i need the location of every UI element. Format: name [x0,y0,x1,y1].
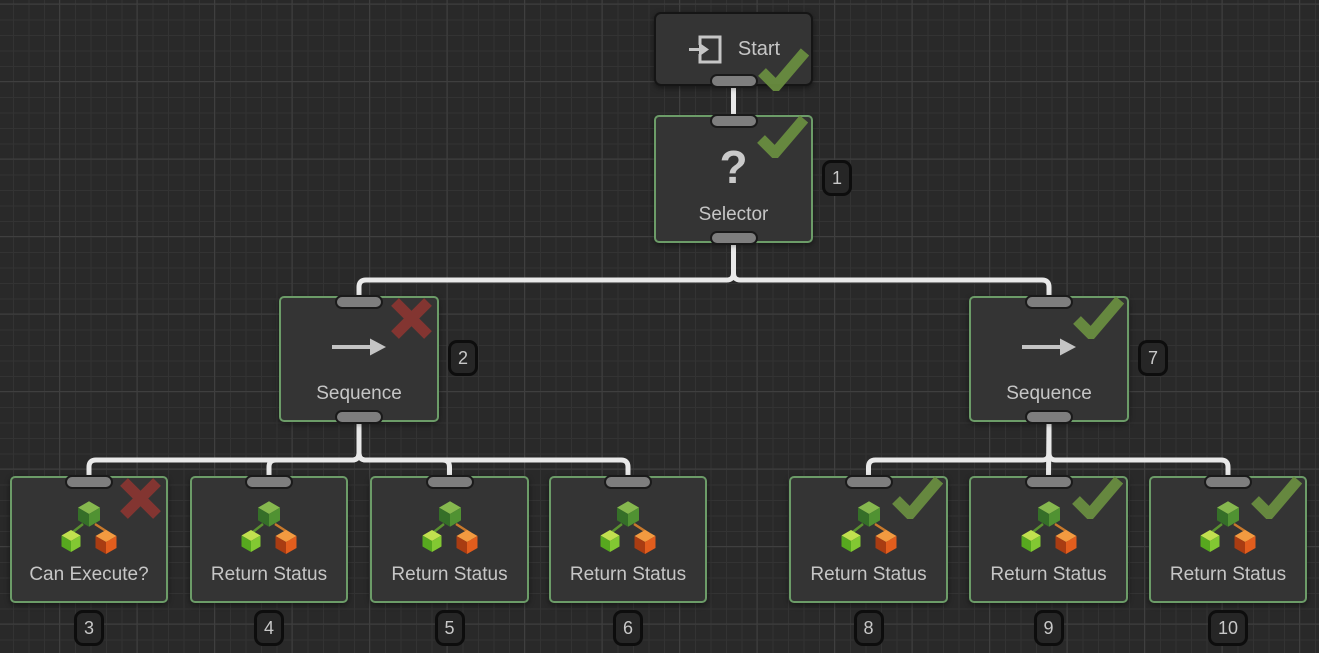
node-label: Selector [698,204,769,225]
node-leaf-8[interactable]: Return Status [789,475,948,603]
node-status [757,115,809,162]
node-leaf-3[interactable]: Can Execute? [10,475,168,603]
action-cubes-icon [1200,501,1256,554]
node-icon-wrap [237,478,301,564]
order-badge-9: 9 [1033,610,1064,646]
enter-icon [688,35,722,63]
edge-line [356,243,736,296]
success-check-icon [1072,476,1124,523]
output-port[interactable] [709,74,758,88]
action-cubes-icon [61,501,117,554]
output-port[interactable] [709,231,758,245]
node-status [758,48,810,95]
node-icon-wrap [1017,478,1081,564]
input-port[interactable] [335,295,383,309]
order-badge-7: 7 [1138,340,1169,376]
node-leaf-5[interactable]: Return Status [370,475,529,603]
node-status [1073,296,1125,343]
node-leaf-9[interactable]: Return Status [969,475,1128,603]
action-cubes-icon [422,501,477,554]
arrow-right-icon [1022,338,1076,355]
node-status [389,296,434,341]
action-cubes-icon [841,501,896,554]
edge-line [731,243,1052,296]
input-port[interactable] [604,475,652,489]
node-icon-wrap [330,298,388,383]
input-port[interactable] [1025,295,1073,309]
edge-line [866,422,1052,476]
node-seq-l[interactable]: Sequence [279,295,439,424]
node-label: Return Status [810,564,927,585]
node-icon-wrap [596,478,660,564]
failure-x-icon [120,478,161,519]
node-label: Return Status [569,564,687,585]
node-seq-r[interactable]: Sequence [969,295,1129,424]
action-cubes-icon [241,501,297,554]
node-leaf-10[interactable]: Return Status [1149,475,1307,603]
input-port[interactable] [1024,475,1073,489]
node-label: Return Status [1169,564,1287,585]
order-badge-3: 3 [73,610,105,646]
input-port[interactable] [65,475,113,489]
node-icon-wrap: ? [719,117,747,204]
node-status [1072,476,1124,523]
edge-line [266,422,362,476]
success-check-icon [892,476,944,523]
order-badge-4: 4 [253,610,285,646]
node-selector[interactable]: ? Selector [654,114,813,245]
node-label: Return Status [391,564,508,585]
node-icon-wrap [1196,478,1260,564]
question-mark-icon: ? [719,140,748,193]
input-port[interactable] [425,475,474,489]
input-port[interactable] [709,114,758,128]
node-label: Return Status [990,564,1107,585]
arrow-right-icon [332,338,386,355]
order-badge-1: 1 [822,160,853,196]
node-icon-wrap [57,478,121,564]
order-badge-10: 10 [1207,610,1249,646]
node-icon-wrap [837,478,901,564]
node-label: Sequence [1006,383,1092,404]
action-cubes-icon [600,501,656,554]
output-port[interactable] [335,410,383,424]
input-port[interactable] [245,475,293,489]
node-label: Can Execute? [29,564,149,585]
order-badge-5: 5 [434,610,465,646]
edge-line [86,422,362,476]
node-status [892,476,944,523]
node-leaf-4[interactable]: Return Status [190,475,348,603]
node-icon-wrap [687,33,724,66]
action-cubes-icon [1021,501,1076,554]
failure-x-icon [391,298,432,339]
order-badge-8: 8 [853,610,884,646]
node-label: Return Status [210,564,328,585]
node-status [118,476,163,521]
edge-line [356,422,631,476]
node-leaf-6[interactable]: Return Status [549,475,707,603]
node-label: Start [737,37,781,60]
edge-line [356,422,452,476]
success-check-icon [758,48,810,95]
edge-line [1046,422,1231,476]
order-badge-2: 2 [448,340,479,376]
node-icon-wrap [1020,298,1078,383]
input-port[interactable] [844,475,893,489]
input-port[interactable] [1204,475,1252,489]
success-check-icon [757,115,809,162]
node-icon-wrap [418,478,482,564]
success-check-icon [1251,476,1303,523]
node-status [1251,476,1303,523]
node-start[interactable]: Start [654,12,813,95]
order-badge-6: 6 [612,610,644,646]
success-check-icon [1073,296,1125,343]
output-port[interactable] [1025,410,1073,424]
node-label: Sequence [316,383,402,404]
